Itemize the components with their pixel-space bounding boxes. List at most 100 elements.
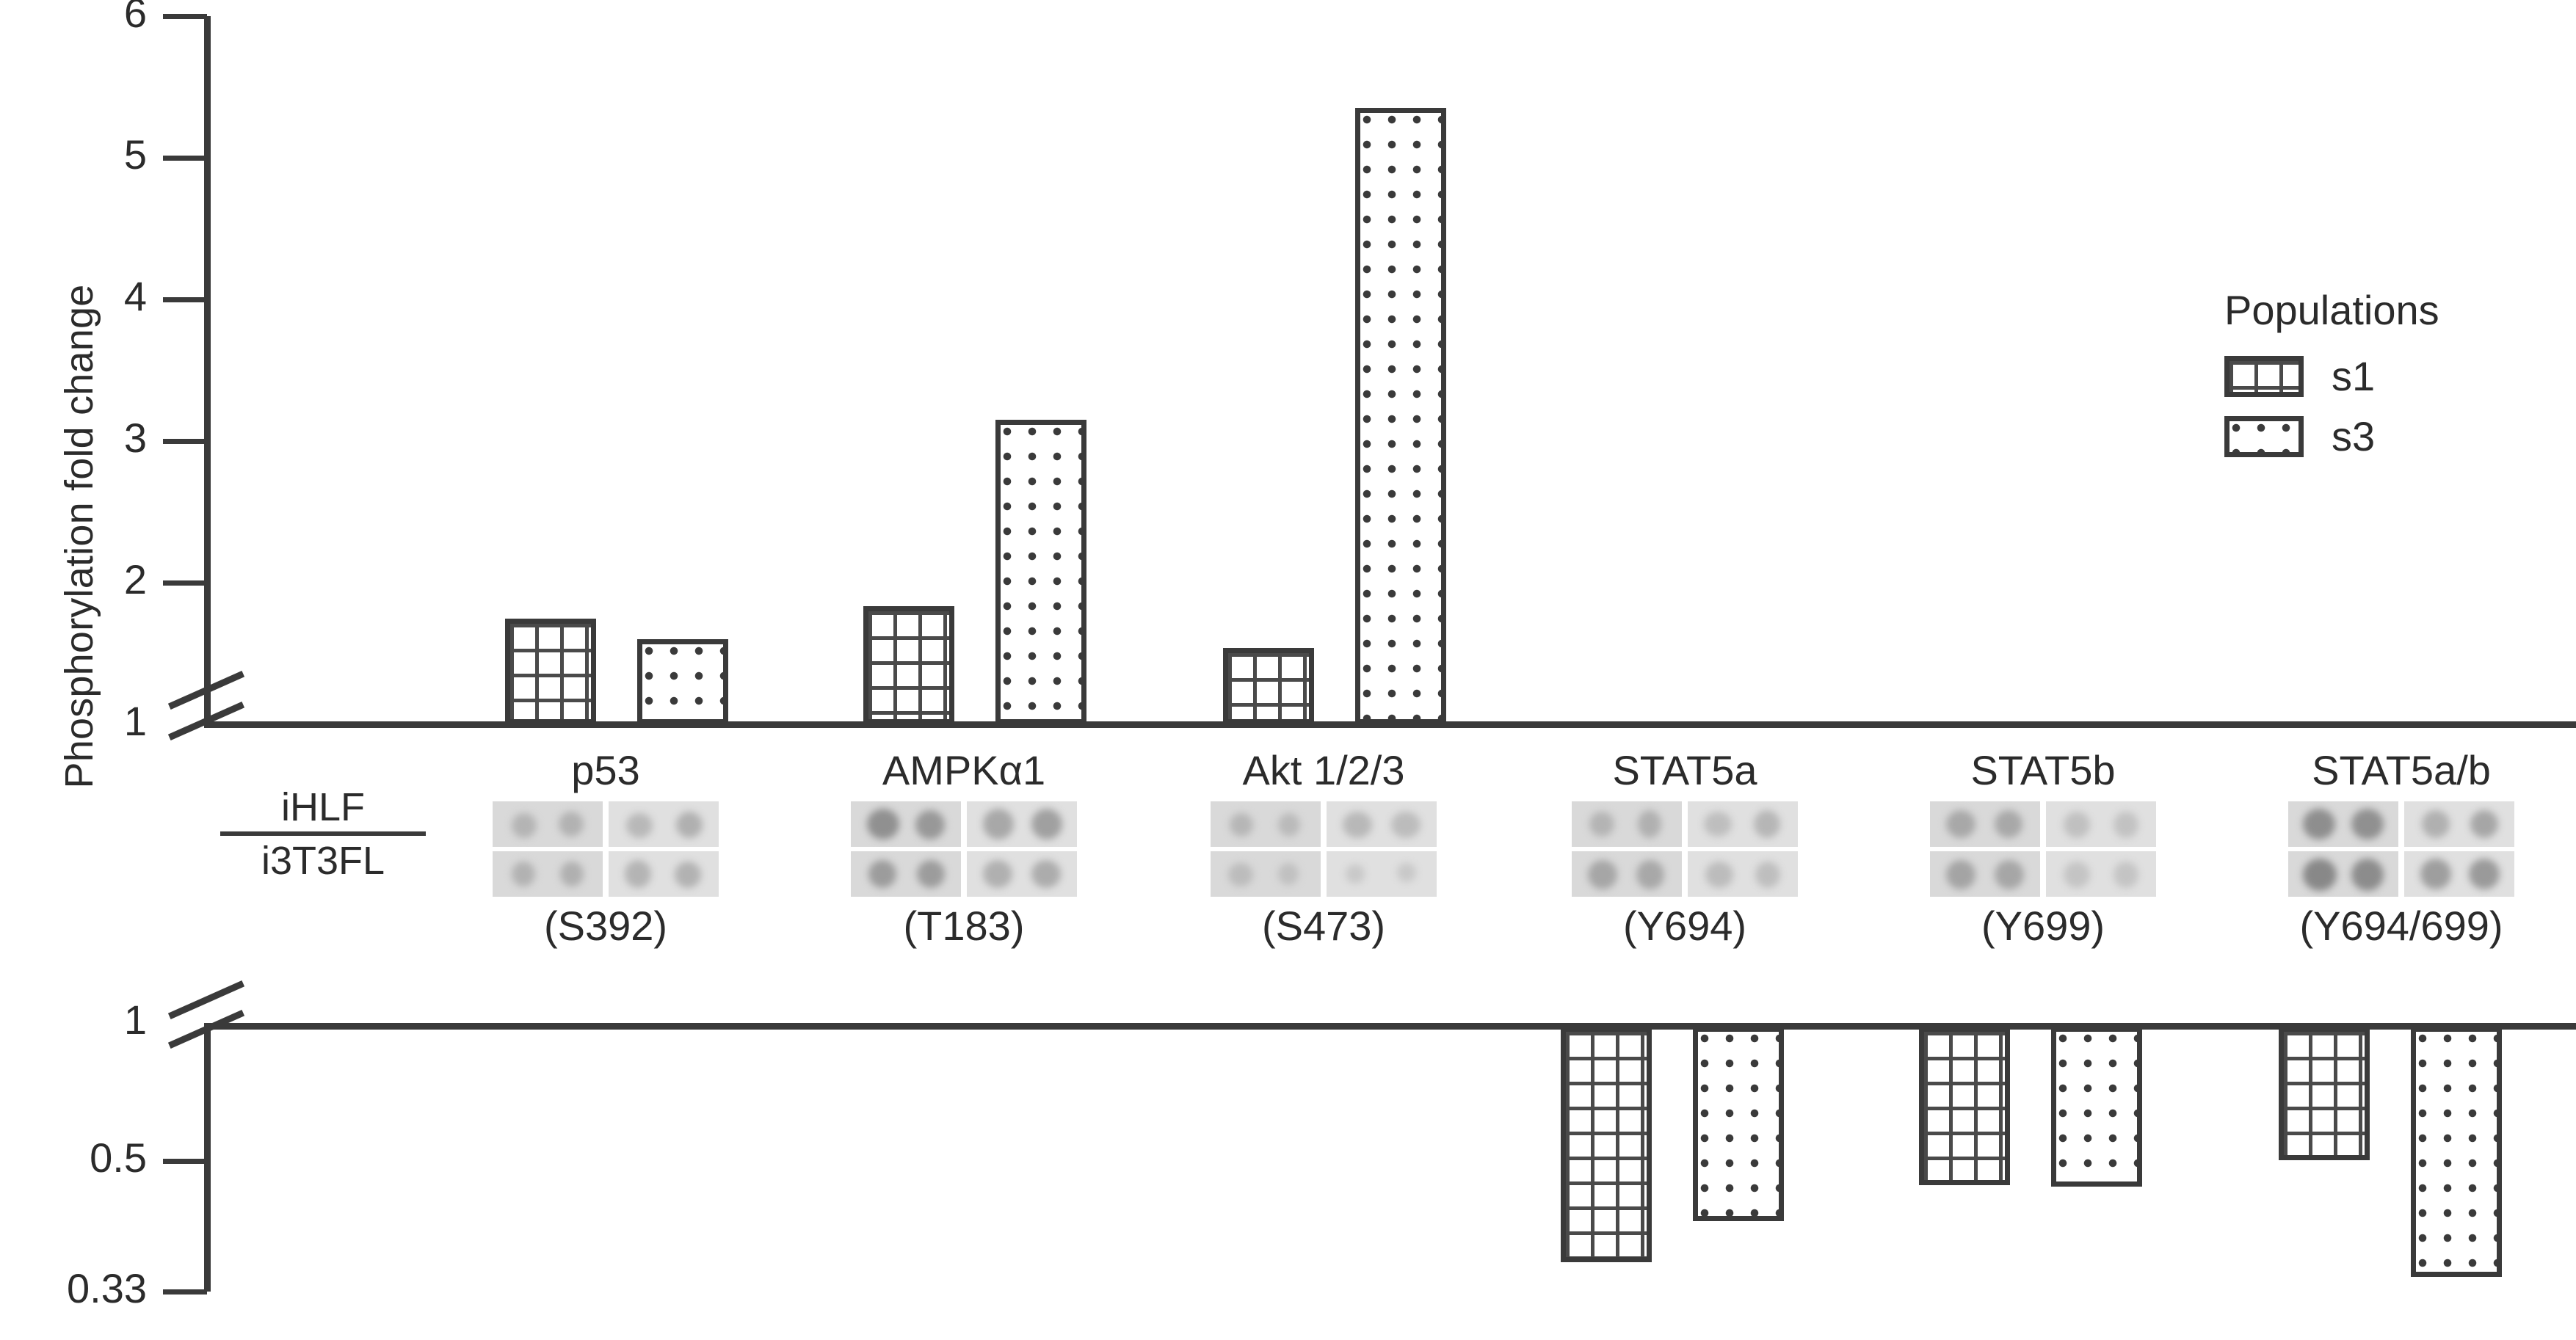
legend-label-s3: s3: [2332, 413, 2376, 459]
blot-block-ampka1: [828, 801, 1100, 897]
group-site-stat5a: (Y694): [1622, 903, 1747, 949]
sample-ratio-denominator: i3T3FL: [261, 838, 385, 883]
blot-row-i3t3fl: [851, 851, 1077, 897]
group-site-ampka1: (T183): [903, 903, 1025, 949]
blot-block-stat5a: [1549, 801, 1821, 897]
blot-cell: [2404, 801, 2514, 847]
upper-tick-3: [163, 439, 207, 444]
group-site-stat5ab: (Y694/699): [2299, 903, 2503, 949]
group-label-stat5b: STAT5b: [1970, 747, 2116, 793]
blot-cell: [1572, 851, 1682, 897]
sample-ratio-label: iHLF i3T3FL: [220, 787, 426, 881]
blot-row-ihlf: [2288, 801, 2514, 847]
upper-tick-4: [163, 297, 207, 302]
upper-ticklabel-3: 3: [123, 415, 147, 461]
blot-cell: [1572, 801, 1682, 847]
blot-row-i3t3fl: [2288, 851, 2514, 897]
upper-tick-6: [163, 14, 207, 19]
lower-y-axis-spine: [204, 1023, 211, 1292]
blot-cell: [967, 801, 1077, 847]
blot-cell: [2288, 851, 2398, 897]
blot-block-stat5b: [1907, 801, 2179, 897]
blot-block-akt: [1188, 801, 1459, 897]
upper-panel: 6 5 4 3 2 1 Populations s1 s3: [123, 0, 2576, 744]
blot-cell: [609, 801, 719, 847]
blot-cell: [1327, 801, 1437, 847]
group-label-ampka1: AMPKα1: [882, 747, 1046, 793]
legend-title: Populations: [2224, 287, 2439, 333]
blot-cell: [2046, 801, 2156, 847]
bar-lower-stat5b-s3[interactable]: [2051, 1027, 2142, 1187]
group-label-akt: Akt 1/2/3: [1242, 747, 1405, 793]
blot-row-ihlf: [1930, 801, 2156, 847]
blot-cell: [2046, 851, 2156, 897]
bar-lower-stat5a-s1[interactable]: [1561, 1027, 1652, 1262]
bar-upper-p53-s3[interactable]: [637, 639, 728, 724]
upper-y-axis-spine: [204, 16, 211, 724]
lower-tick-0-33: [163, 1289, 207, 1295]
blot-cell: [1930, 801, 2040, 847]
group-stat5a: STAT5a: [1549, 750, 1821, 947]
lower-ticklabel-0-5: 0.5: [90, 1135, 147, 1181]
upper-tick-2: [163, 580, 207, 586]
bar-upper-akt-s3[interactable]: [1355, 108, 1446, 724]
bar-upper-akt-s1[interactable]: [1223, 648, 1314, 724]
blot-cell: [1211, 851, 1321, 897]
bar-upper-p53-s1[interactable]: [505, 619, 596, 724]
legend-swatch-s3-icon: [2224, 416, 2304, 457]
upper-ticklabel-6: 6: [123, 0, 147, 36]
bar-lower-stat5a-s3[interactable]: [1693, 1027, 1784, 1221]
legend-item-s3[interactable]: s3: [2224, 416, 2569, 457]
blot-row-i3t3fl: [1930, 851, 2156, 897]
group-label-stat5ab: STAT5a/b: [2312, 747, 2491, 793]
group-stat5ab: STAT5a/b: [2265, 750, 2537, 947]
lower-ticklabel-0-33: 0.33: [67, 1265, 147, 1311]
blot-row-i3t3fl: [493, 851, 719, 897]
bar-lower-stat5ab-s3[interactable]: [2411, 1027, 2502, 1277]
blot-row-i3t3fl: [1211, 851, 1437, 897]
blot-block-p53: [470, 801, 741, 897]
blot-row-ihlf: [851, 801, 1077, 847]
blot-cell: [609, 851, 719, 897]
bar-upper-ampka1-s1[interactable]: [863, 606, 954, 724]
blot-cell: [1688, 851, 1798, 897]
blot-cell: [493, 801, 603, 847]
upper-ticklabel-5: 5: [123, 131, 147, 178]
blot-cell: [1930, 851, 2040, 897]
lower-tick-0-5: [163, 1159, 207, 1164]
group-label-stat5a: STAT5a: [1612, 747, 1757, 793]
blot-cell: [967, 851, 1077, 897]
bar-lower-stat5b-s1[interactable]: [1919, 1027, 2010, 1185]
blot-cell: [2288, 801, 2398, 847]
lower-baseline: [204, 1023, 2576, 1030]
blot-row-ihlf: [1572, 801, 1798, 847]
legend-swatch-s1-icon: [2224, 356, 2304, 397]
group-site-p53: (S392): [543, 903, 668, 949]
bar-lower-stat5ab-s1[interactable]: [2279, 1027, 2370, 1160]
bar-upper-ampka1-s3[interactable]: [995, 420, 1086, 724]
blot-cell: [1688, 801, 1798, 847]
blot-cell: [1211, 801, 1321, 847]
upper-baseline: [204, 721, 2576, 728]
blot-cell: [493, 851, 603, 897]
group-label-p53: p53: [571, 747, 640, 793]
legend-label-s1: s1: [2332, 353, 2376, 399]
blot-row-ihlf: [493, 801, 719, 847]
blot-block-stat5ab: [2265, 801, 2537, 897]
blot-row-ihlf: [1211, 801, 1437, 847]
legend: Populations s1 s3: [2224, 286, 2569, 476]
blot-cell: [2404, 851, 2514, 897]
upper-ticklabel-4: 4: [123, 273, 147, 319]
group-stat5b: STAT5b: [1907, 750, 2179, 947]
group-site-stat5b: (Y699): [1981, 903, 2105, 949]
blot-row-i3t3fl: [1572, 851, 1798, 897]
upper-ticklabel-1: 1: [123, 698, 147, 744]
sample-ratio-numerator: iHLF: [220, 787, 426, 836]
blot-cell: [851, 851, 961, 897]
lower-ticklabel-1: 1: [123, 997, 147, 1043]
group-p53: p53: [470, 750, 741, 947]
group-akt: Akt 1/2/3: [1188, 750, 1459, 947]
legend-item-s1[interactable]: s1: [2224, 356, 2569, 397]
